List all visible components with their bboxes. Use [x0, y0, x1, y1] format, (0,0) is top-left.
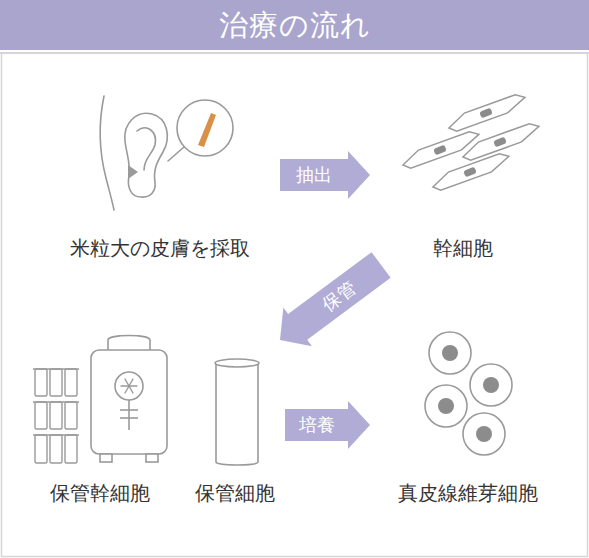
- fibroblast-illustration: [425, 332, 512, 455]
- arrow-label: 保管: [318, 276, 360, 315]
- skin-sample: [198, 113, 216, 147]
- stem-cells-illustration: [400, 90, 542, 195]
- ear-inner: [137, 128, 155, 170]
- node-caption: 米粒大の皮膚を採取: [40, 235, 280, 261]
- arrow-label: 抽出: [296, 164, 332, 186]
- frame: [2, 53, 588, 557]
- callout-circle: [177, 100, 233, 156]
- ear-outline: [125, 113, 167, 197]
- arrow-label: 培養: [298, 414, 334, 436]
- ear-tragus: [128, 165, 138, 179]
- tube-illustration: [215, 359, 259, 465]
- stem-cell: [430, 149, 512, 195]
- illustration-node: 米粒大の皮膚を採取: [40, 85, 280, 265]
- node-caption: 真皮線維芽細胞: [370, 480, 565, 506]
- ear-illustration: [100, 96, 233, 210]
- callout-leader: [168, 147, 184, 161]
- diagram-title: 治療の流れ: [0, 0, 589, 50]
- illustration-node: 保管細胞: [185, 340, 285, 510]
- illustration-node: 保管幹細胞: [30, 330, 170, 510]
- node-caption: 保管細胞: [185, 480, 285, 506]
- node-caption: 幹細胞: [370, 235, 555, 261]
- head-outline: [100, 96, 114, 210]
- node-caption: 保管幹細胞: [30, 480, 170, 506]
- header-band: [0, 0, 589, 50]
- storage-tubes: [33, 369, 79, 463]
- illustration-node: 真皮線維芽細胞: [370, 330, 565, 510]
- block-arrow: [285, 401, 370, 449]
- illustration-node: 幹細胞: [370, 85, 555, 265]
- block-arrow: [280, 151, 370, 199]
- freezer-illustration: [91, 336, 167, 463]
- block-arrow: [280, 252, 391, 346]
